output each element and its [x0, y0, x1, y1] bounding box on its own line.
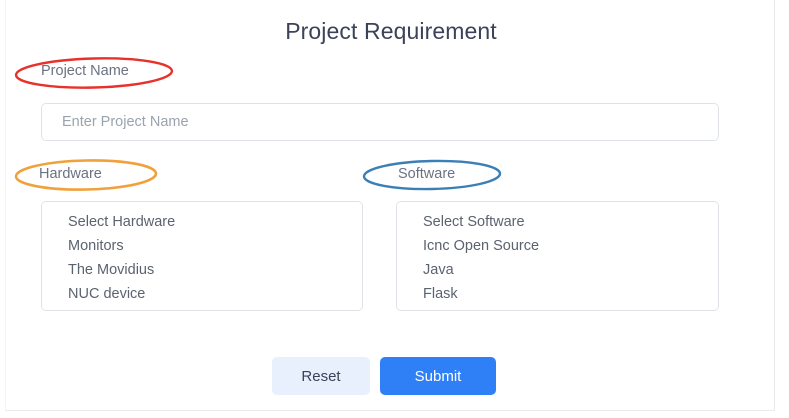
hardware-label: Hardware — [39, 166, 102, 182]
list-item[interactable] — [42, 306, 362, 310]
page-title: Project Requirement — [285, 18, 497, 44]
list-item[interactable]: Flask — [423, 286, 458, 302]
hardware-listbox[interactable]: Select Hardware Monitors The Movidius NU… — [41, 201, 363, 311]
list-item[interactable]: The Movidius — [68, 262, 155, 278]
list-item[interactable] — [397, 306, 718, 310]
list-item[interactable]: Java — [423, 262, 454, 278]
project-name-label: Project Name — [41, 63, 129, 79]
list-item[interactable]: Select Software — [423, 214, 525, 230]
software-label: Software — [398, 166, 456, 182]
submit-button[interactable]: Submit — [380, 357, 496, 395]
list-item[interactable]: Icnc Open Source — [423, 238, 540, 254]
form-card: Project Requirement Project Name Hardwar… — [5, 0, 775, 411]
list-item[interactable]: Select Hardware — [68, 214, 176, 230]
list-item[interactable]: Monitors — [68, 238, 124, 254]
software-listbox[interactable]: Select Software Icnc Open Source Java Fl… — [396, 201, 719, 311]
reset-button[interactable]: Reset — [272, 357, 370, 395]
list-item[interactable]: NUC device — [68, 286, 146, 302]
project-name-input[interactable] — [41, 103, 719, 141]
